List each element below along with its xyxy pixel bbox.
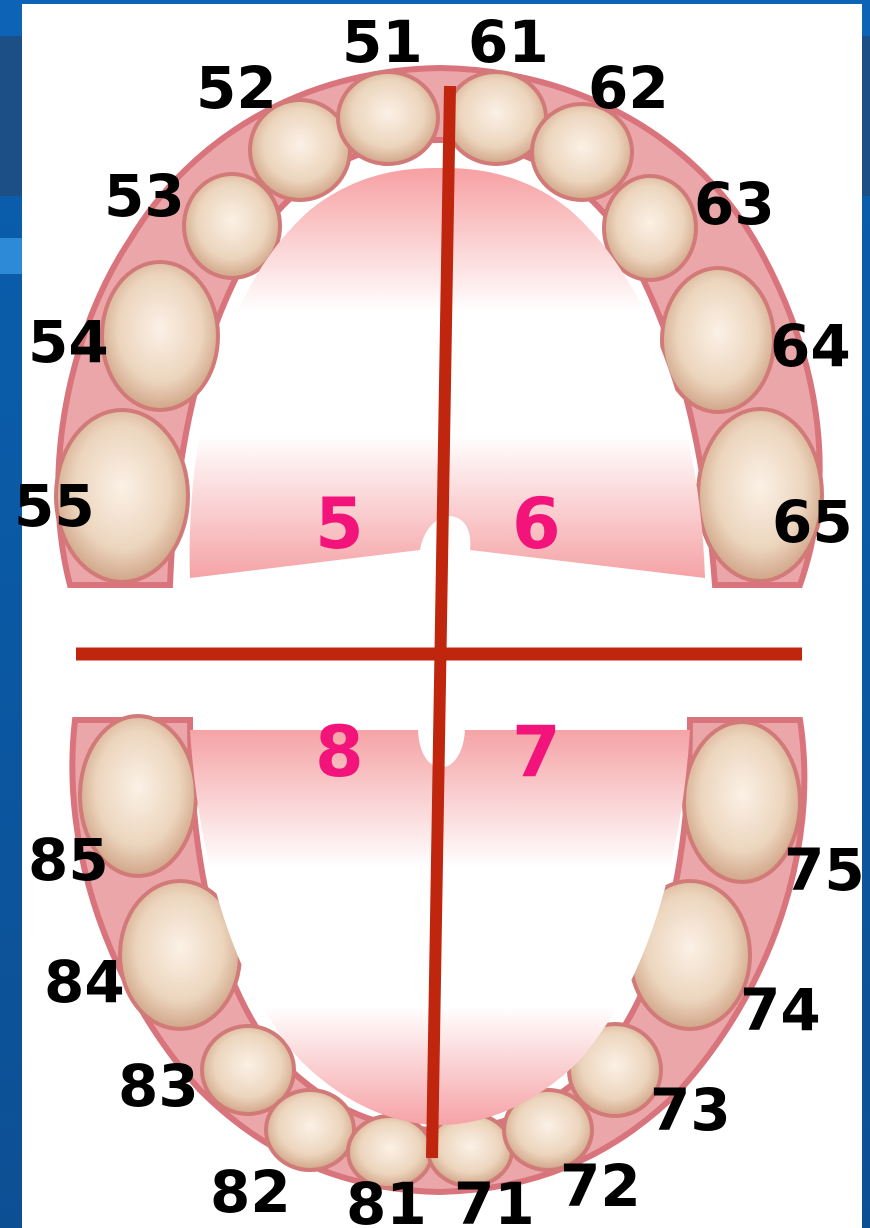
- tooth-label-81: 81: [346, 1170, 427, 1228]
- tooth-label-65: 65: [772, 488, 853, 556]
- tooth-label-85: 85: [28, 826, 109, 894]
- tooth-label-51: 51: [342, 8, 423, 76]
- tooth-label-55: 55: [14, 472, 95, 540]
- tooth-54: [102, 262, 218, 410]
- tooth-label-75: 75: [784, 836, 865, 904]
- tooth-label-61: 61: [468, 8, 549, 76]
- tooth-51: [338, 72, 438, 164]
- tooth-64: [662, 268, 774, 412]
- tooth-label-52: 52: [196, 54, 277, 122]
- tooth-label-82: 82: [210, 1158, 291, 1226]
- tooth-label-71: 71: [454, 1170, 535, 1228]
- tooth-label-74: 74: [740, 976, 821, 1044]
- quadrant-label-6: 6: [512, 483, 561, 565]
- tooth-label-84: 84: [44, 948, 125, 1016]
- quadrant-label-7: 7: [512, 711, 561, 793]
- tooth-label-62: 62: [588, 54, 669, 122]
- tooth-label-83: 83: [118, 1052, 199, 1120]
- tooth-label-63: 63: [694, 170, 775, 238]
- tooth-label-53: 53: [104, 162, 185, 230]
- tooth-label-72: 72: [560, 1152, 641, 1220]
- tooth-label-54: 54: [28, 308, 109, 376]
- tooth-label-64: 64: [770, 312, 851, 380]
- tooth-label-73: 73: [650, 1076, 731, 1144]
- tooth-63: [604, 176, 696, 280]
- quadrant-label-8: 8: [315, 711, 364, 793]
- quadrant-label-5: 5: [315, 483, 364, 565]
- tooth-75: [684, 722, 800, 882]
